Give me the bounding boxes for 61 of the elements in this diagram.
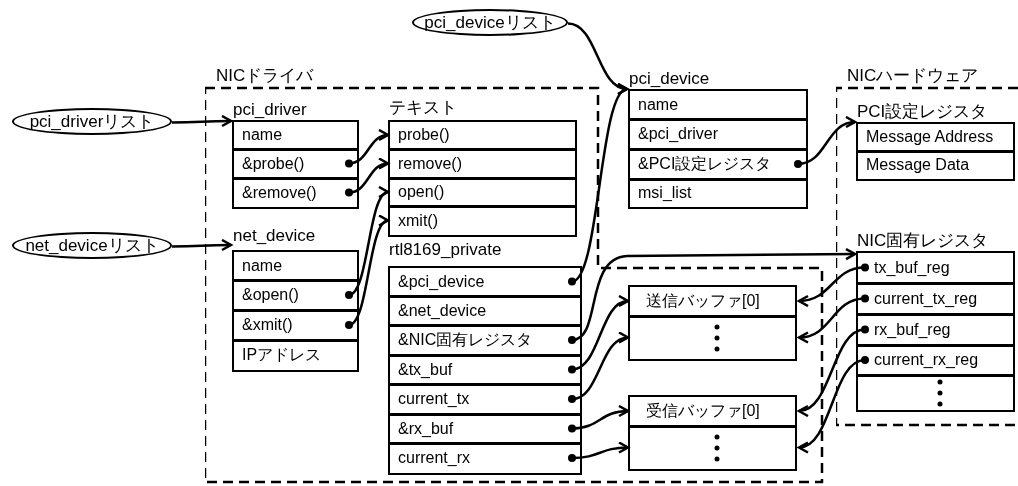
field-row: &remove() — [232, 177, 359, 209]
struct-name: net_device — [233, 226, 316, 245]
arrow — [568, 247, 857, 344]
arrow — [172, 114, 233, 128]
field-row: &open() — [232, 279, 359, 312]
field-row: 受信バッファ[0] — [628, 395, 797, 428]
field-row: remove() — [388, 148, 577, 180]
field-row: Message Address — [856, 122, 1015, 153]
field-row: name — [232, 250, 359, 282]
arrow — [568, 333, 630, 403]
field-row: xmit() — [388, 205, 577, 237]
empty-field-row — [628, 315, 797, 361]
arrow — [568, 296, 630, 374]
field-row: &PCI設定レジスタ — [628, 148, 808, 181]
arrow — [568, 441, 630, 462]
list-ellipse: pci_driverリスト — [12, 108, 172, 135]
arrow — [797, 263, 869, 307]
field-row: rx_buf_reg — [856, 313, 1015, 347]
arrow — [345, 129, 390, 168]
field-row: &pci_device — [388, 266, 582, 298]
field-row: &rx_buf — [388, 413, 582, 445]
struct-name: pci_driver — [233, 100, 307, 119]
empty-field-row — [628, 425, 797, 471]
arrow — [345, 218, 390, 329]
field-row: msi_list — [628, 178, 808, 209]
field-row: &tx_buf — [388, 354, 582, 386]
field-row: &pci_driver — [628, 118, 808, 151]
arrow — [172, 238, 233, 252]
field-row: &NIC固有レジスタ — [388, 324, 582, 357]
struct-name: テキスト — [389, 98, 457, 117]
field-row: open() — [388, 177, 577, 208]
field-row: current_rx_reg — [856, 344, 1015, 377]
arrow — [797, 356, 869, 452]
field-row: name — [628, 89, 808, 121]
field-row: &probe() — [232, 148, 359, 180]
struct-name: NIC固有レジスタ — [857, 231, 989, 250]
field-row: current_tx — [388, 383, 582, 416]
struct-name: rtl8169_private — [389, 240, 502, 259]
arrow — [794, 116, 857, 168]
struct-name: PCI設定レジスタ — [857, 102, 988, 121]
list-ellipse: net_deviceリスト — [12, 232, 172, 259]
field-row: probe() — [388, 120, 577, 151]
field-row: current_rx — [388, 442, 582, 475]
arrow — [568, 405, 630, 433]
field-row: IPアドレス — [232, 339, 359, 372]
field-row: tx_buf_reg — [856, 251, 1015, 285]
arrow — [797, 294, 869, 343]
arrow — [345, 189, 390, 299]
empty-field-row — [856, 374, 1015, 412]
arrow — [797, 325, 869, 416]
list-ellipse: pci_deviceリスト — [412, 9, 568, 36]
field-row: 送信バッファ[0] — [628, 285, 797, 318]
field-row: &net_device — [388, 295, 582, 327]
region-label: NICドライバ — [215, 66, 315, 86]
field-row: Message Data — [856, 150, 1015, 181]
field-row: name — [232, 120, 359, 151]
region-label: NICハードウェア — [846, 66, 980, 86]
field-row: &xmit() — [232, 309, 359, 342]
arrow — [345, 158, 390, 197]
struct-name: pci_device — [629, 69, 710, 88]
field-row: current_tx_reg — [856, 282, 1015, 316]
